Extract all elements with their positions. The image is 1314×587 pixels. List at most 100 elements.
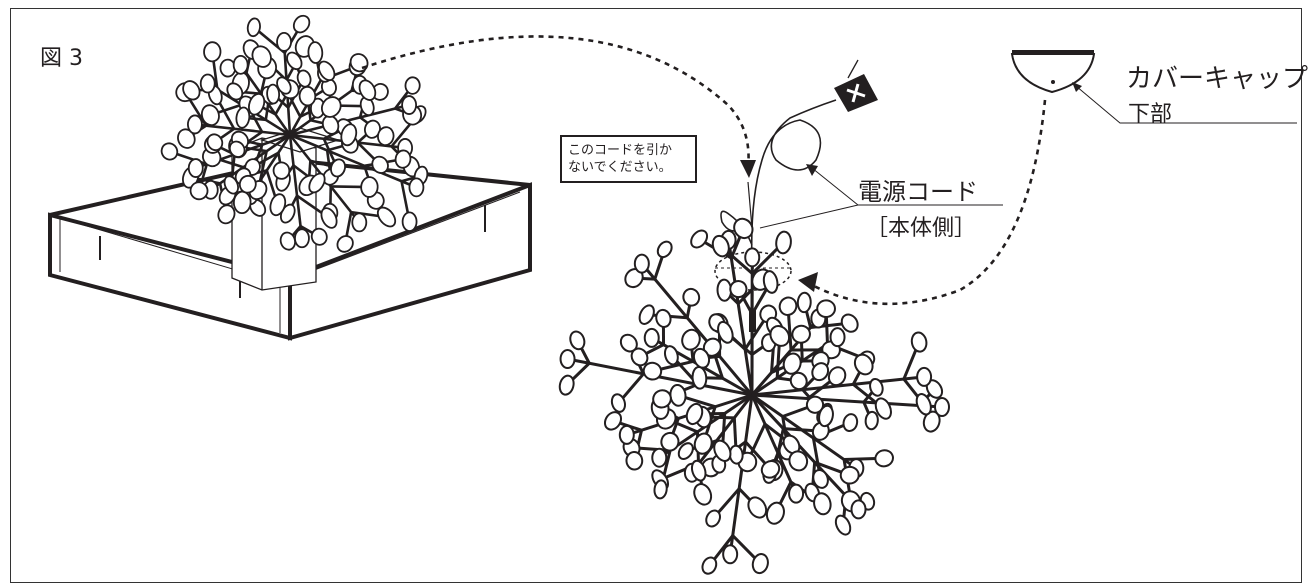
main-branch <box>640 262 754 396</box>
main-led <box>789 371 808 391</box>
main-led <box>643 327 660 348</box>
packed-led <box>310 227 328 246</box>
main-led <box>842 413 859 433</box>
packed-led <box>320 96 342 118</box>
main-led <box>642 361 663 381</box>
packed-led <box>269 193 287 217</box>
packed-led <box>394 149 412 169</box>
main-led <box>760 460 781 479</box>
packed-led <box>223 175 239 195</box>
main-led <box>638 304 655 325</box>
packed-led <box>251 45 272 68</box>
dashed-arrow-move <box>361 35 750 169</box>
warning-line-1: このコードを引か <box>568 143 673 158</box>
packed-led <box>401 211 418 232</box>
packed-led <box>187 114 203 135</box>
packed-led <box>199 73 216 94</box>
main-led <box>630 347 649 367</box>
arrow-head-cap <box>798 272 818 292</box>
cap-leader-head <box>1072 82 1082 92</box>
packed-led <box>276 31 292 52</box>
main-led <box>656 240 673 259</box>
main-led <box>693 483 713 506</box>
main-led <box>788 450 809 472</box>
main-led <box>812 468 829 489</box>
packed-led <box>318 60 336 82</box>
packed-led <box>226 82 244 101</box>
main-led <box>652 389 672 409</box>
packed-led <box>160 142 179 161</box>
main-led <box>733 217 754 240</box>
main-led <box>690 229 709 249</box>
main-led <box>782 352 802 375</box>
figure-label: 図 3 <box>40 46 83 71</box>
packed-led <box>360 176 379 198</box>
packed-led <box>358 79 377 101</box>
main-led <box>717 320 734 344</box>
power-cord-label: 電源コード <box>858 178 978 206</box>
packed-led <box>336 235 354 253</box>
packed-led <box>376 206 397 228</box>
arrow-head-move <box>740 160 756 178</box>
main-led <box>834 514 852 536</box>
main-led <box>610 393 626 413</box>
packed-led <box>276 76 292 95</box>
main-branch <box>751 393 858 470</box>
main-led <box>869 377 884 397</box>
packed-led <box>206 133 224 151</box>
main-led <box>874 397 892 420</box>
main-led <box>811 362 830 382</box>
main-led <box>827 366 847 387</box>
main-led <box>663 345 679 366</box>
cord-leader <box>759 167 1003 229</box>
main-led <box>853 353 874 376</box>
packed-led <box>404 76 421 95</box>
main-led <box>816 299 836 319</box>
main-led <box>813 492 832 516</box>
main-led <box>669 384 687 407</box>
main-led <box>910 331 928 353</box>
packed-led <box>235 106 251 129</box>
main-led <box>850 499 867 520</box>
packed-led <box>266 83 281 105</box>
packed-led <box>217 204 236 225</box>
main-led <box>775 230 792 255</box>
main-branch <box>751 375 925 397</box>
packed-led <box>286 51 303 71</box>
packed-branch <box>288 134 304 239</box>
cap-leader <box>1075 85 1297 124</box>
main-led <box>765 501 785 525</box>
cover-cap-sublabel: 下部 <box>1128 102 1173 127</box>
packed-led <box>298 85 317 107</box>
main-led <box>864 410 879 431</box>
main-led <box>788 483 805 504</box>
main-led <box>716 278 733 302</box>
packed-branch <box>194 123 291 137</box>
main-branch <box>751 393 943 409</box>
packed-led <box>401 95 418 115</box>
main-led <box>840 313 859 333</box>
main-led <box>722 544 739 565</box>
packed-led <box>330 158 346 178</box>
main-led <box>681 328 701 351</box>
packed-led <box>182 80 201 101</box>
plug-icon <box>834 59 878 112</box>
packed-led <box>272 161 291 180</box>
packed-led <box>408 177 425 198</box>
packed-led <box>238 174 257 194</box>
packed-led <box>248 92 266 116</box>
packed-led <box>228 140 246 158</box>
packed-led <box>200 104 220 127</box>
main-branch <box>727 239 754 396</box>
main-led <box>693 432 713 455</box>
warning-line-2: ないでください。 <box>568 160 672 175</box>
main-led <box>677 442 694 460</box>
main-led <box>791 324 811 344</box>
packed-branch <box>289 103 410 137</box>
main-led <box>701 556 718 575</box>
main-led <box>685 402 704 426</box>
main-led <box>744 247 761 268</box>
packed-branch <box>289 133 417 189</box>
main-led <box>618 424 635 445</box>
packed-led <box>377 126 395 147</box>
